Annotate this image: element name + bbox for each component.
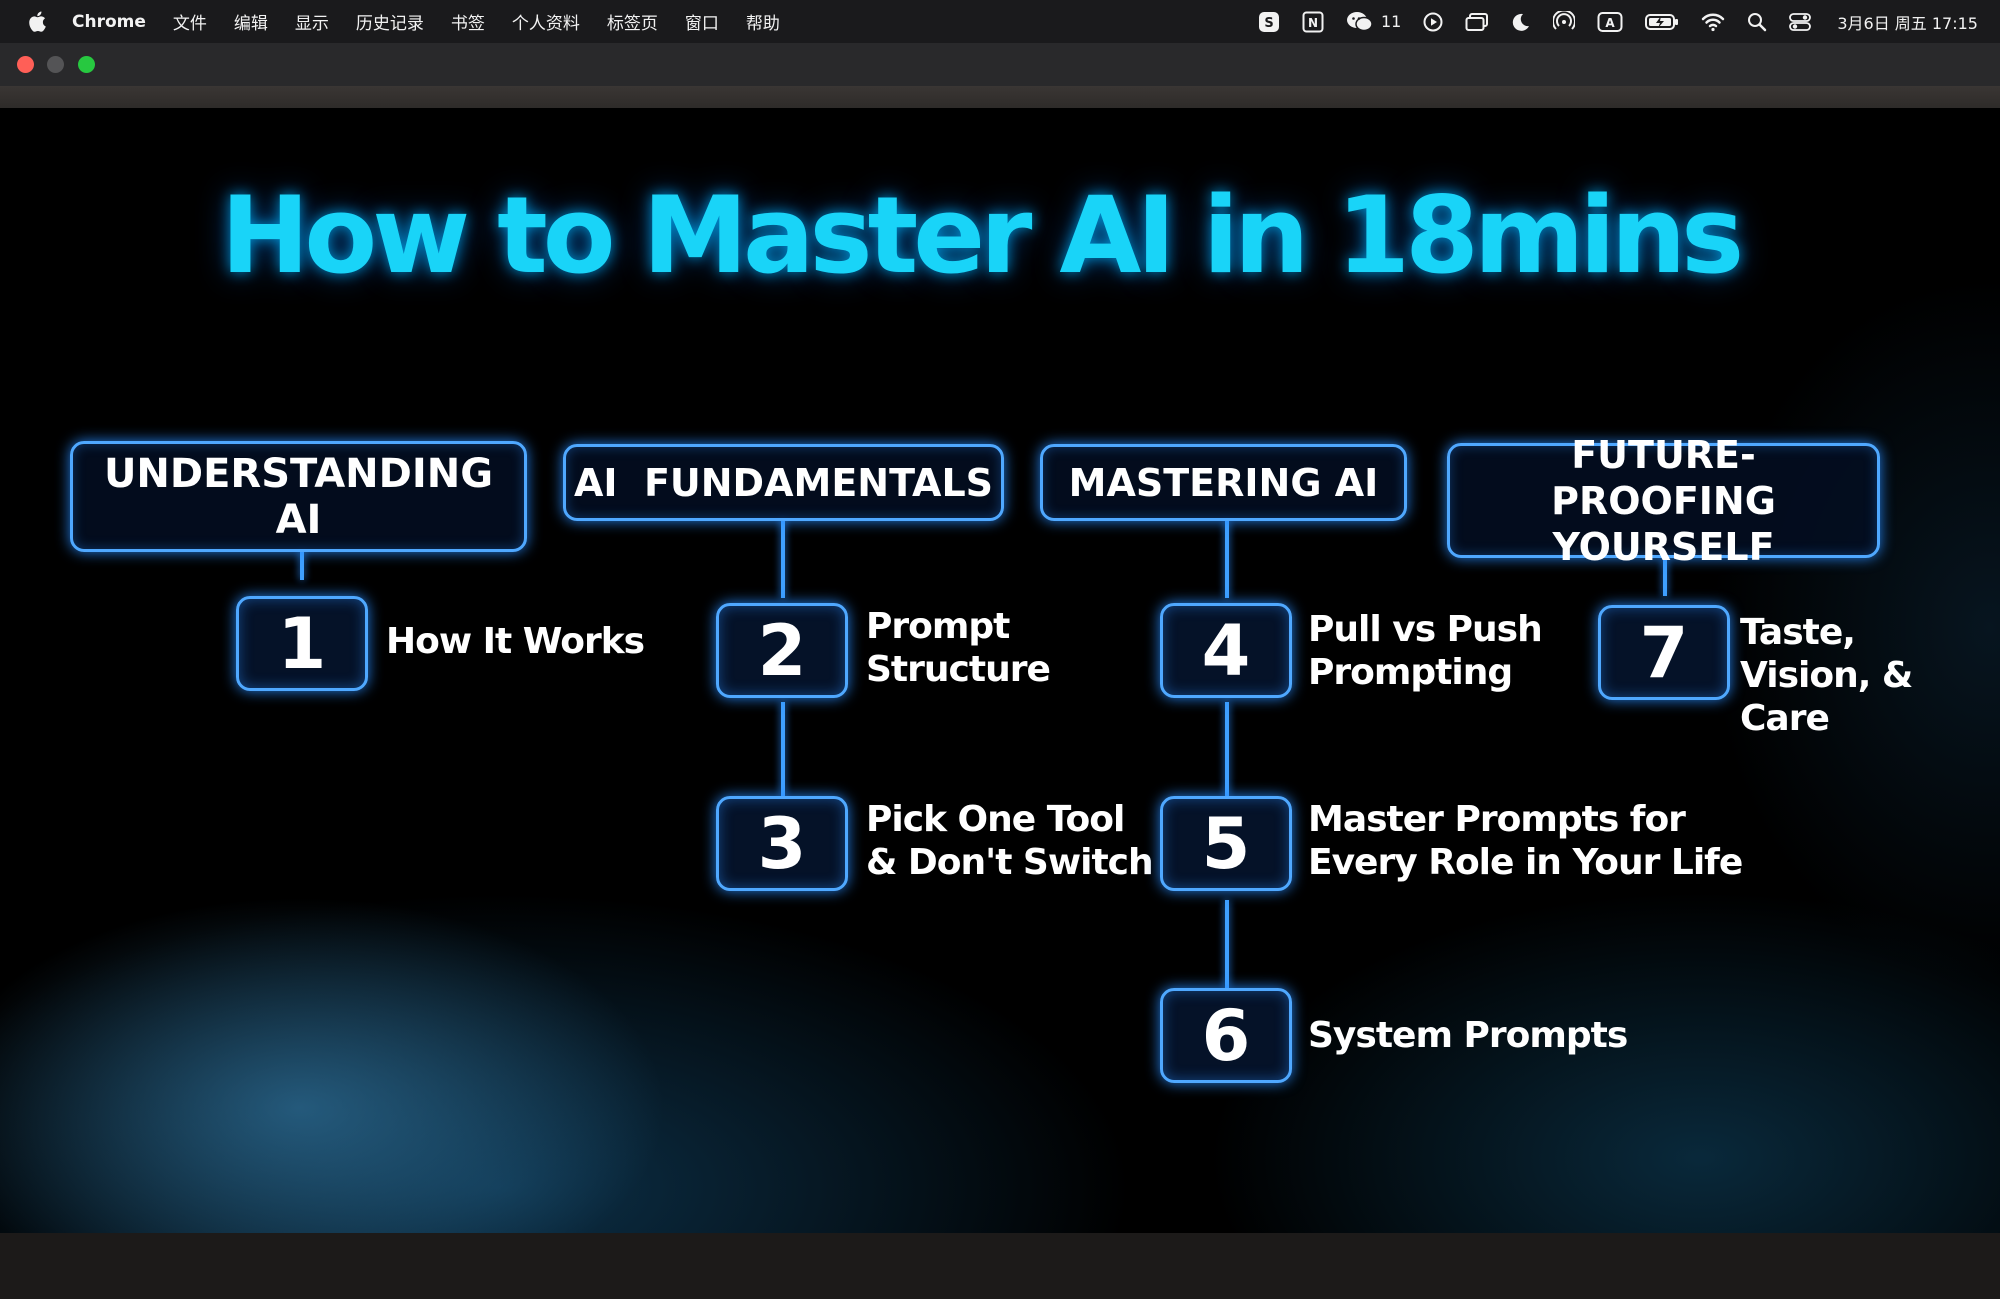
input-source-icon[interactable]: A: [1597, 0, 1623, 43]
screen-mirroring-icon[interactable]: [1465, 0, 1489, 43]
apple-logo-icon[interactable]: [28, 11, 46, 32]
category-understanding-ai: UNDERSTANDING AI: [70, 441, 527, 552]
window-title-bar: [0, 43, 2000, 86]
connector-line: [300, 550, 304, 580]
menu-bookmarks[interactable]: 书签: [450, 14, 485, 34]
svg-text:N: N: [1308, 16, 1318, 30]
video-bottom-bar: [0, 1233, 2000, 1299]
s-app-icon[interactable]: S: [1258, 0, 1280, 43]
connector-line: [1225, 520, 1229, 598]
wechat-unread-count: 11: [1380, 12, 1402, 31]
step-6-label: System Prompts: [1308, 1015, 1628, 1056]
window-zoom-button[interactable]: [78, 56, 95, 73]
control-center-icon[interactable]: [1789, 0, 1812, 43]
menu-edit[interactable]: 编辑: [233, 14, 268, 34]
menu-file[interactable]: 文件: [172, 14, 207, 34]
connector-line: [781, 702, 785, 796]
step-1-number: 1: [236, 596, 368, 691]
step-2-label: Prompt Structure: [866, 606, 1051, 690]
menu-window[interactable]: 窗口: [684, 14, 719, 34]
step-3-label: Pick One Tool & Don't Switch: [866, 799, 1154, 883]
spotlight-search-icon[interactable]: [1747, 0, 1767, 43]
category-future-proofing-yourself: FUTURE-PROOFING YOURSELF: [1447, 433, 1880, 569]
connector-line: [781, 518, 785, 598]
menu-bar-clock[interactable]: 3月6日 周五 17:15: [1837, 13, 1978, 33]
menu-bar-tray: S N 11 A: [1236, 0, 1978, 43]
svg-text:S: S: [1264, 16, 1273, 31]
wechat-icon[interactable]: 11: [1346, 0, 1401, 43]
video-title: How to Master AI in 18mins: [220, 174, 1745, 297]
window-close-button[interactable]: [17, 56, 34, 73]
category-ai-fundamentals: AI FUNDAMENTALS: [563, 444, 1004, 521]
window-minimize-button[interactable]: [47, 56, 64, 73]
step-7-number: 7: [1598, 605, 1730, 700]
menu-app-name[interactable]: Chrome: [72, 11, 146, 32]
wifi-icon[interactable]: [1701, 0, 1725, 43]
battery-charging-icon[interactable]: [1645, 0, 1679, 43]
airdrop-icon[interactable]: [1553, 0, 1576, 43]
menu-bar: Chrome 文件 编辑 显示 历史记录 书签 个人资料 标签页 窗口 帮助 S…: [0, 0, 2000, 43]
video-frame[interactable]: How to Master AI in 18mins UNDERSTANDING…: [0, 108, 2000, 1233]
step-4-label: Pull vs Push Prompting: [1308, 609, 1543, 693]
notion-icon[interactable]: N: [1302, 0, 1324, 43]
menu-view[interactable]: 显示: [294, 14, 329, 34]
step-7-label: Taste, Vision, & Care: [1740, 612, 1913, 739]
do-not-disturb-moon-icon[interactable]: [1511, 0, 1531, 43]
menu-bar-left: Chrome 文件 编辑 显示 历史记录 书签 个人资料 标签页 窗口 帮助: [28, 0, 807, 43]
category-mastering-ai: MASTERING AI: [1040, 444, 1407, 521]
menu-profiles[interactable]: 个人资料: [511, 14, 580, 34]
step-3-number: 3: [716, 796, 848, 891]
connector-line: [1225, 900, 1229, 988]
svg-text:A: A: [1606, 16, 1616, 30]
step-5-number: 5: [1160, 796, 1292, 891]
step-4-number: 4: [1160, 603, 1292, 698]
step-5-label: Master Prompts for Every Role in Your Li…: [1308, 799, 1743, 883]
menu-help[interactable]: 帮助: [745, 14, 780, 34]
menu-tab[interactable]: 标签页: [606, 14, 658, 34]
step-1-label: How It Works: [386, 621, 645, 662]
connector-line: [1663, 558, 1667, 596]
step-6-number: 6: [1160, 988, 1292, 1083]
video-top-strip: [0, 86, 2000, 108]
step-2-number: 2: [716, 603, 848, 698]
connector-line: [1225, 702, 1229, 796]
play-circle-icon[interactable]: [1423, 0, 1443, 43]
menu-history[interactable]: 历史记录: [355, 14, 424, 34]
